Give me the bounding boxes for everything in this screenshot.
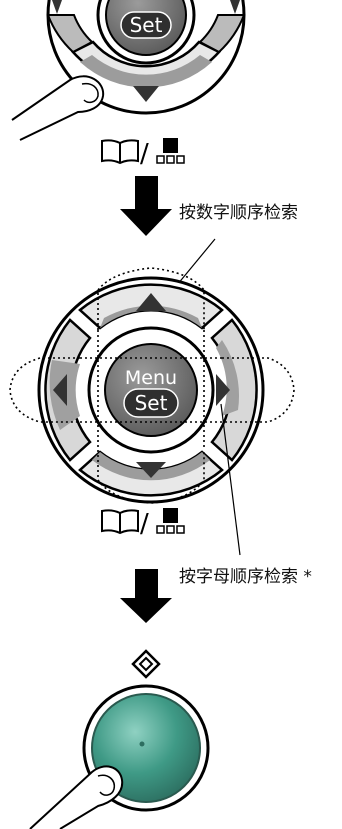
down-arrow-icon <box>133 86 159 102</box>
top-set-button[interactable]: Set <box>120 11 172 39</box>
start-diamond-icon <box>131 649 161 679</box>
finger-bottom <box>29 765 124 829</box>
right-arrow-icon <box>230 0 240 14</box>
svg-text:/: / <box>140 139 149 169</box>
book-icon <box>101 139 139 165</box>
main-dpad: Menu Set <box>37 276 265 504</box>
menu-set-button[interactable]: Menu Set <box>123 367 179 418</box>
svg-text:/: / <box>140 509 149 539</box>
right-arrow-icon <box>216 374 230 406</box>
up-button[interactable] <box>78 283 224 330</box>
set-label: Set <box>135 391 168 415</box>
left-button[interactable] <box>44 318 92 462</box>
down-button[interactable] <box>78 450 224 497</box>
book-grid-icons-top: / <box>101 138 185 169</box>
alpha-search-caption: 按字母顺序检索 * <box>179 567 312 587</box>
speed-dial-grid-icon <box>156 138 185 164</box>
left-arrow-icon <box>52 0 62 14</box>
flow-arrow-2 <box>120 569 172 623</box>
book-icon <box>101 509 139 535</box>
finger-top <box>11 75 105 141</box>
numeric-search-caption: 按数字顺序检索 <box>179 203 298 223</box>
menu-label: Menu <box>125 367 177 389</box>
up-arrow-icon <box>136 293 166 311</box>
set-label: Set <box>130 13 163 37</box>
book-grid-icons-middle: / <box>101 508 185 539</box>
flow-arrow-1 <box>120 176 172 236</box>
speed-dial-grid-icon <box>156 508 185 534</box>
down-arrow-icon <box>136 462 166 478</box>
dotted-highlight-outlines <box>9 267 295 504</box>
left-arrow-icon <box>53 374 67 406</box>
leader-line-alpha <box>220 403 241 556</box>
